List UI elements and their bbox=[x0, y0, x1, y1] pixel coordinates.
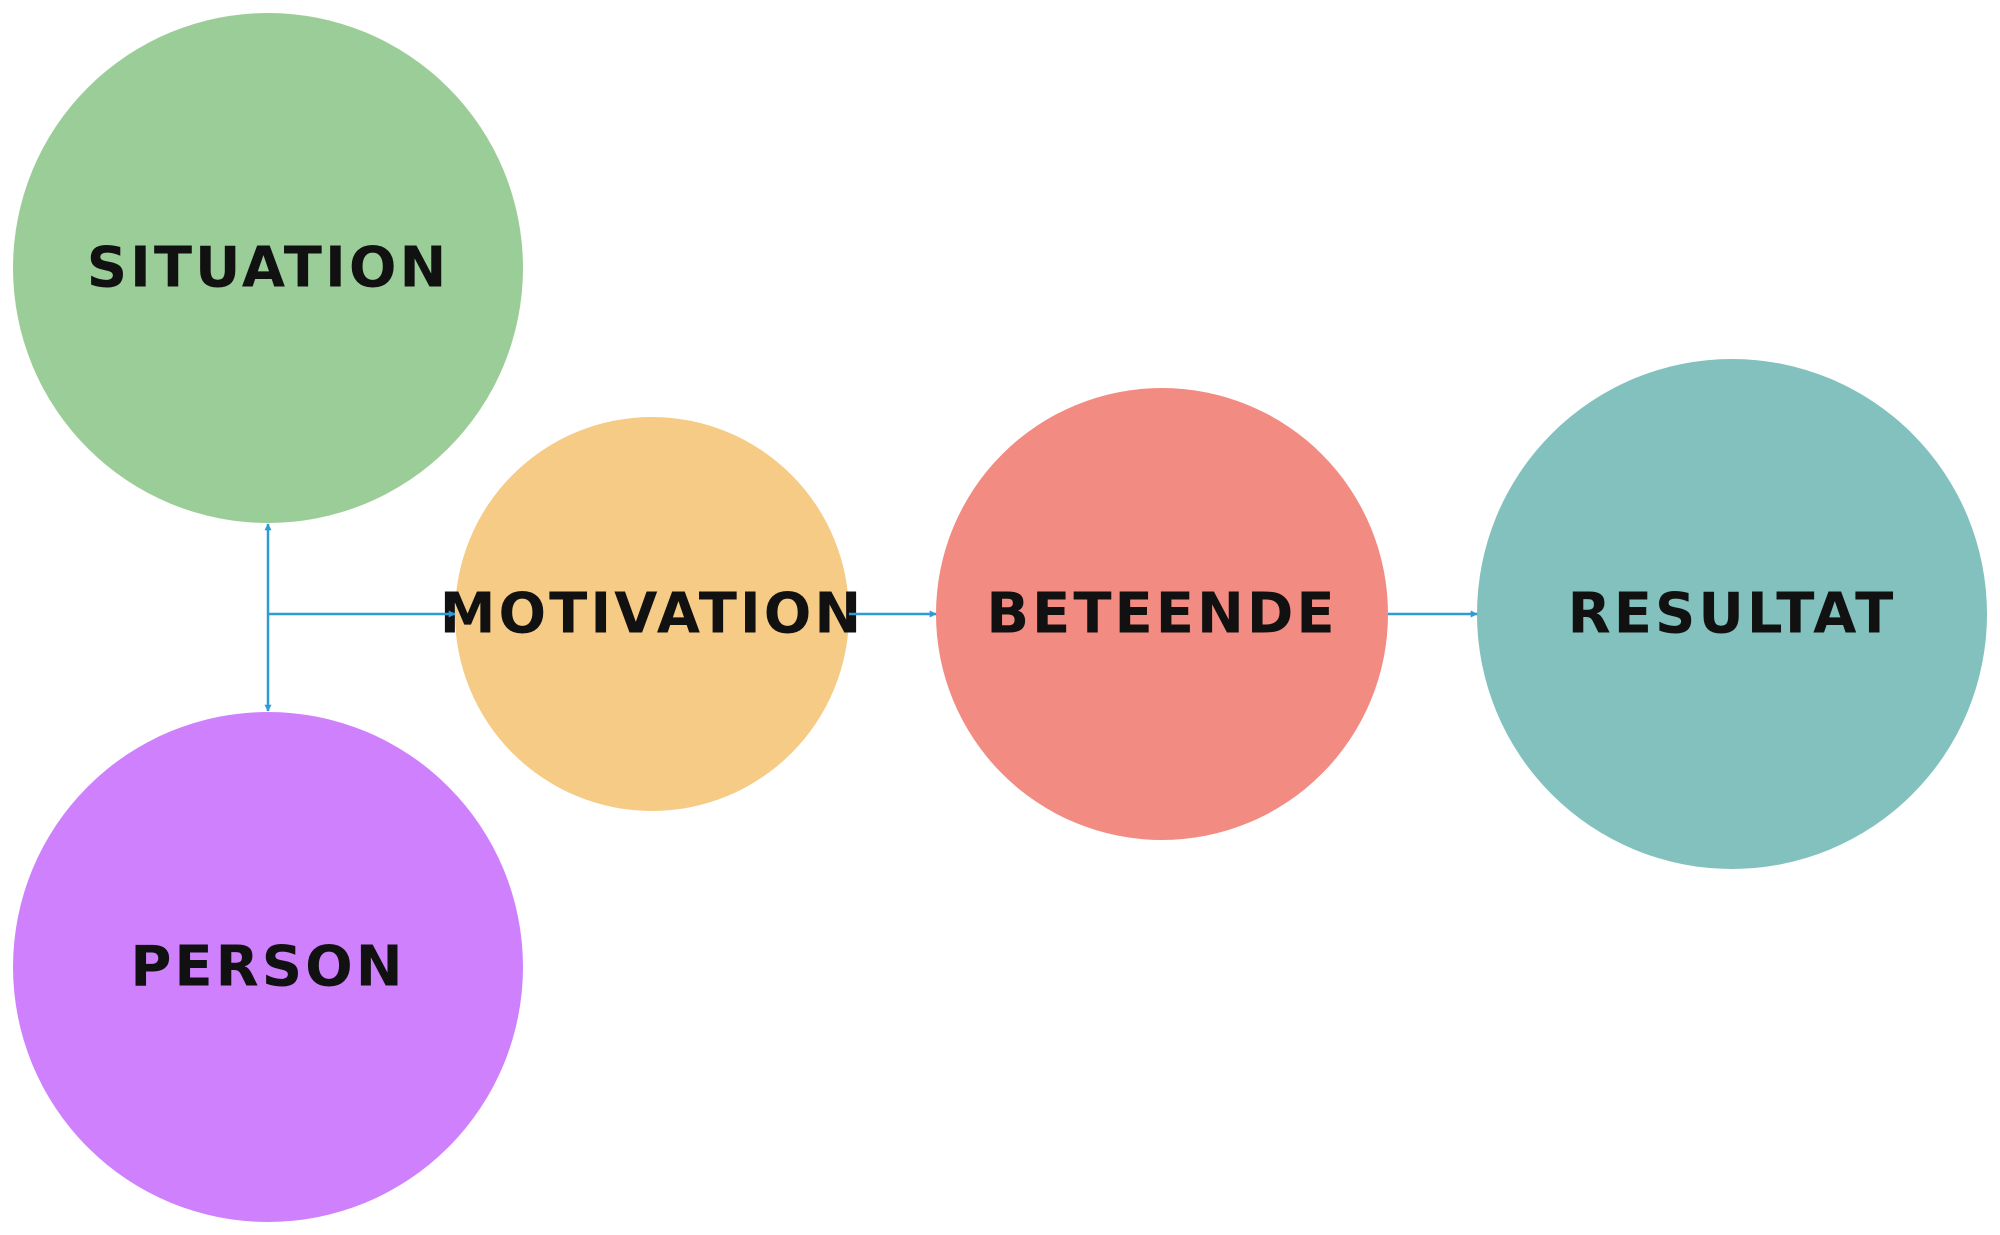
beteende-label: BETEENDE bbox=[986, 582, 1337, 647]
beteende-circle bbox=[936, 388, 1388, 840]
node-person: PERSON bbox=[13, 712, 523, 1222]
motivation-circle bbox=[455, 417, 849, 811]
node-beteende: BETEENDE bbox=[936, 388, 1388, 840]
node-motivation: MOTIVATION bbox=[440, 417, 864, 811]
person-label: PERSON bbox=[130, 935, 405, 1000]
node-situation: SITUATION bbox=[13, 13, 523, 523]
situation-label: SITUATION bbox=[87, 236, 450, 301]
resultat-label: RESULTAT bbox=[1568, 582, 1897, 647]
resultat-circle bbox=[1477, 359, 1987, 869]
motivation-label: MOTIVATION bbox=[440, 582, 864, 647]
person-circle bbox=[13, 712, 523, 1222]
situation-circle bbox=[13, 13, 523, 523]
node-resultat: RESULTAT bbox=[1477, 359, 1987, 869]
